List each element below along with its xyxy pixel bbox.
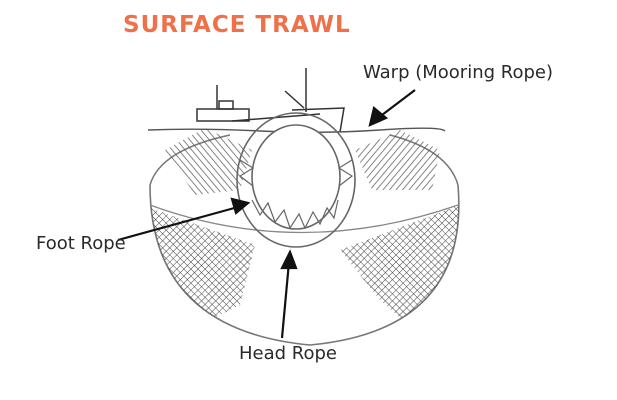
mouth-ring: [236, 112, 356, 248]
boat-icon: [196, 68, 345, 133]
head-rope-label: Head Rope: [239, 343, 337, 364]
warp-label: Warp (Mooring Rope): [363, 62, 553, 83]
diagram-title: SURFACE TRAWL: [123, 12, 351, 38]
arrows: [117, 89, 416, 339]
foot-rope-label: Foot Rope: [36, 233, 126, 254]
